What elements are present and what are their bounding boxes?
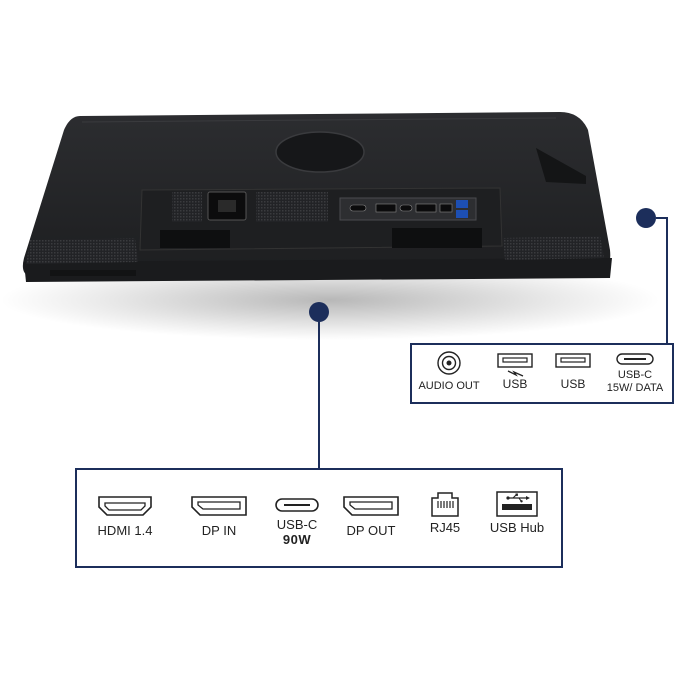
port-hdmi: HDMI 1.4	[85, 495, 165, 538]
left-vent-grille	[26, 238, 138, 264]
stand-mount	[275, 131, 365, 173]
right-vent-grille	[503, 236, 604, 260]
port-usb-c-90w: USB-C 90W	[267, 497, 327, 547]
callout-bottom-box: HDMI 1.4 DP IN USB-C 90W	[75, 468, 563, 568]
callout-right-leader-h	[656, 217, 668, 219]
displayport-icon	[342, 495, 400, 517]
port-usb-c-15w: USB-C 15W/ DATA	[598, 352, 672, 394]
port-label: USB	[502, 377, 528, 391]
port-label-line2: 90W	[282, 532, 312, 547]
callout-bottom-leader-v	[318, 322, 320, 470]
rj45-icon	[430, 490, 460, 518]
audio-jack-icon	[436, 350, 462, 376]
port-dp-in: DP IN	[181, 495, 257, 538]
port-label: RJ45	[429, 520, 461, 535]
port-usb-hub: USB Hub	[479, 490, 555, 535]
port-label: HDMI 1.4	[97, 523, 153, 538]
port-label: AUDIO OUT	[418, 380, 480, 392]
port-rj45: RJ45	[417, 490, 473, 535]
port-label-line1: USB-C	[617, 369, 653, 381]
port-label-line1: USB-C	[276, 517, 318, 532]
usb-hub-icon	[495, 490, 539, 518]
port-usb-charge: USB	[490, 352, 540, 390]
port-label: DP IN	[201, 523, 237, 538]
usb-a-icon	[554, 352, 592, 370]
displayport-icon	[190, 495, 248, 517]
callout-right-leader-v	[666, 217, 668, 345]
port-label-line2: 15W/ DATA	[606, 382, 664, 394]
port-label: DP OUT	[346, 523, 396, 538]
port-audio-out: AUDIO OUT	[414, 350, 484, 392]
port-usb-a: USB	[548, 352, 598, 390]
callout-right-box: AUDIO OUT USB USB	[410, 343, 674, 404]
callout-bottom-marker	[309, 302, 329, 322]
hdmi-icon	[97, 495, 153, 517]
usb-c-icon	[274, 497, 320, 513]
port-label: USB Hub	[489, 520, 545, 535]
usb-c-icon	[615, 352, 655, 366]
port-dp-out: DP OUT	[331, 495, 411, 538]
monitor-rear-illustration	[0, 112, 660, 340]
usb-fast-charge-icon	[496, 352, 534, 380]
port-label: USB	[560, 377, 586, 391]
callout-right-marker	[636, 208, 656, 228]
